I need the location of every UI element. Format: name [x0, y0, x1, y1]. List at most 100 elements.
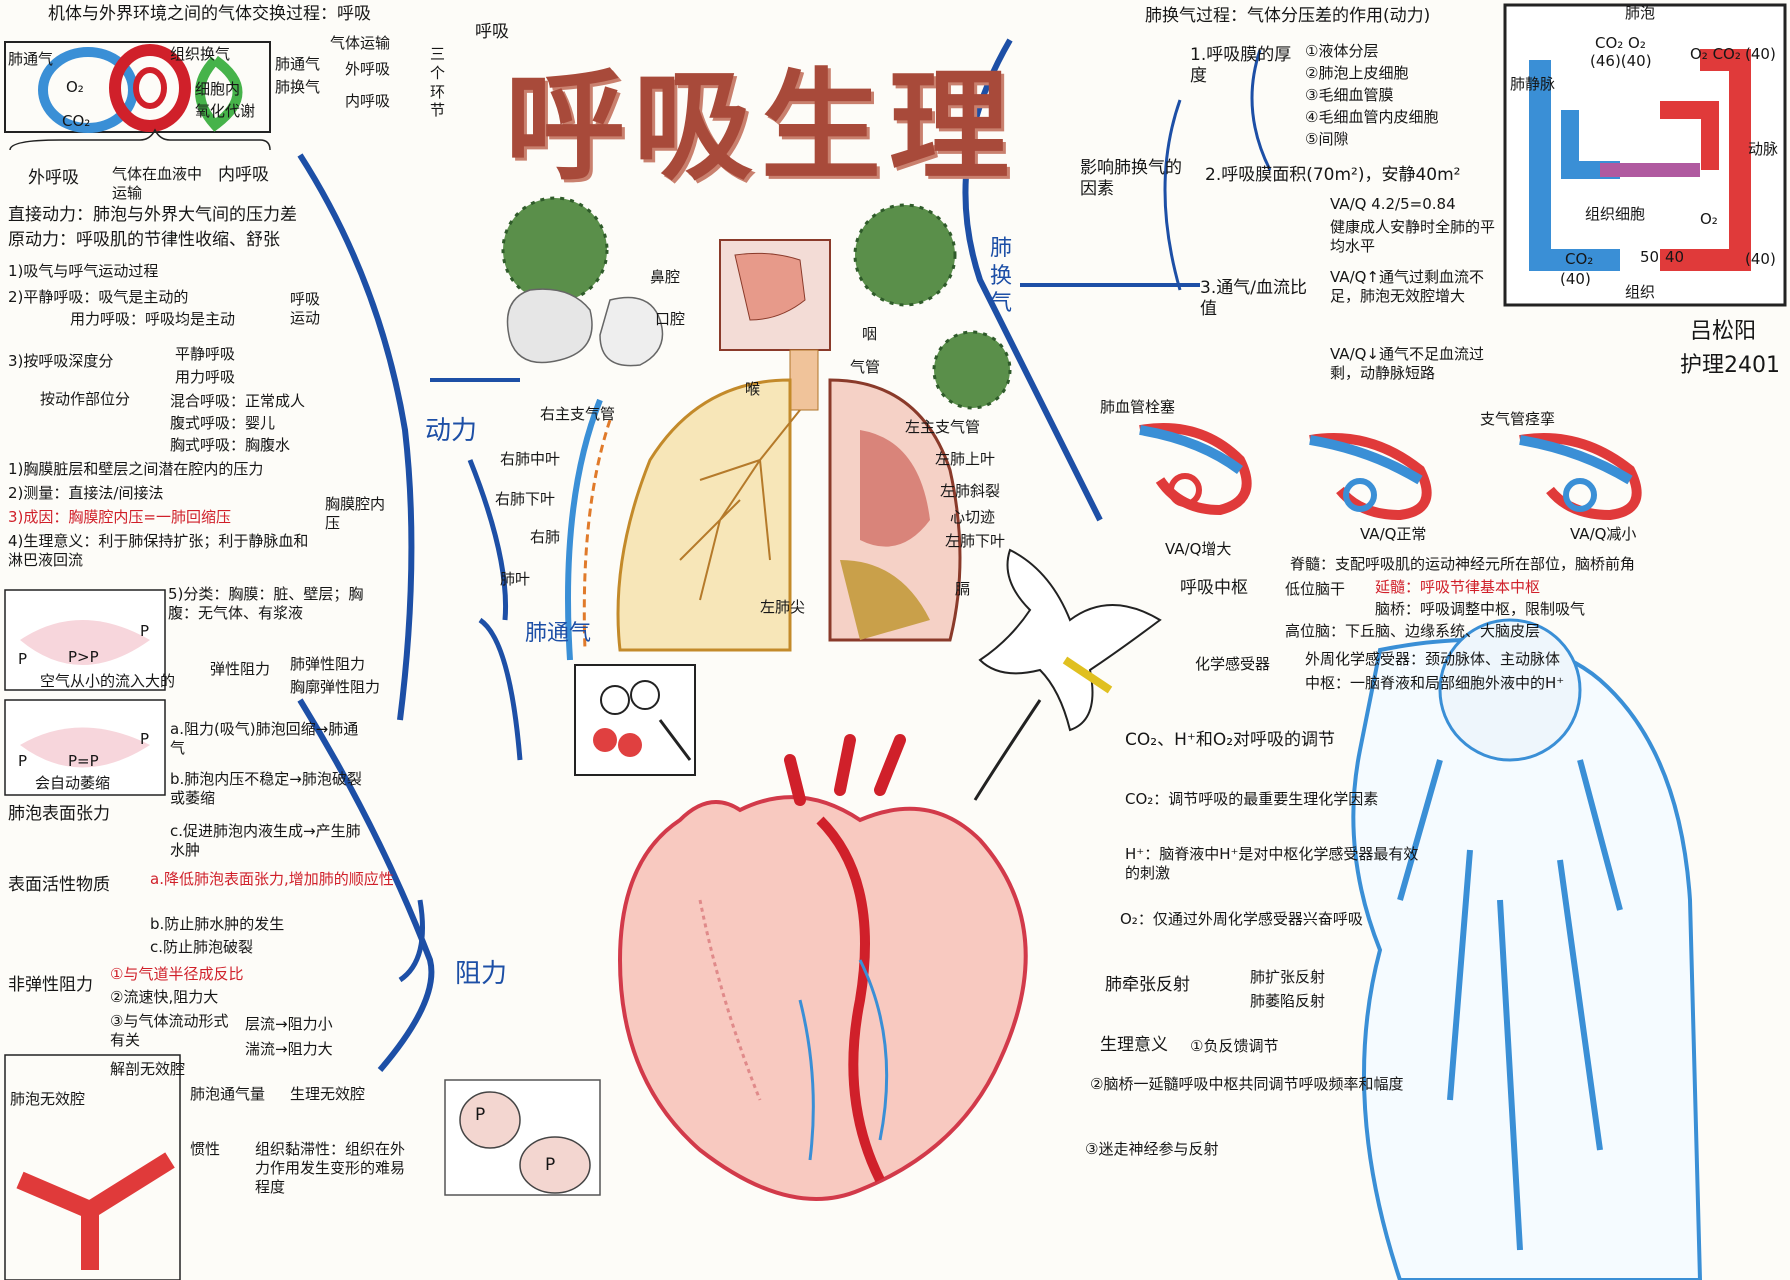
zuli-line: 肺泡通气量	[190, 1085, 266, 1103]
zuli-line: b.肺泡内压不稳定→肺泡破裂或萎缩	[170, 770, 362, 807]
anatomy-label: 喉	[745, 380, 761, 398]
zuli-branch-line	[297, 698, 435, 1072]
va-q-image-label: VA/Q增大	[1165, 540, 1232, 558]
branch-huanqi: 肺换气	[990, 236, 1013, 316]
center-line: 化学感受器	[1195, 655, 1271, 673]
diagram-label: O₂	[66, 78, 84, 96]
reflex-title: 肺牵张反射	[1105, 975, 1190, 995]
center-line: 外周化学感受器：颈动脉体、主动脉体	[1305, 650, 1561, 668]
dongli-line: 用力呼吸：呼吸均是主动	[70, 310, 236, 328]
alveoli-zoom-box	[574, 664, 696, 776]
zuli-line: 弹性阻力	[210, 660, 271, 678]
anatomy-label: 咽	[862, 325, 878, 343]
va-q-image-label: VA/Q正常	[1360, 525, 1427, 543]
zuli-line: 湍流→阻力大	[245, 1040, 333, 1058]
dongli-line: 用力呼吸	[175, 368, 236, 386]
zuli-line: 生理无效腔	[290, 1085, 366, 1103]
meaning-item: ①负反馈调节	[1190, 1037, 1279, 1055]
transport-label: (46)(40)	[1590, 52, 1652, 70]
diagram-label: 氧化代谢	[195, 102, 256, 120]
step-label: 外呼吸	[345, 60, 391, 78]
dongli-line: 4)生理意义：利于肺保持扩张；利于静脉血和淋巴液回流	[8, 532, 309, 569]
nurse-head	[1438, 618, 1582, 762]
transport-label: (40)	[1560, 270, 1591, 288]
page-title: 呼吸生理	[505, 56, 1017, 197]
huxi-label: 呼吸	[475, 22, 509, 42]
step-label: 肺通气	[275, 55, 321, 73]
anatomy-label: 鼻腔	[650, 268, 681, 286]
branch-dongli: 动力	[425, 416, 478, 446]
va-q-title: 3.通气/血流比值	[1200, 278, 1307, 320]
zuli-line: 胸廓弹性阻力	[290, 678, 381, 696]
dongli-line: 平静呼吸	[175, 345, 236, 363]
pressure-label: P>P	[68, 648, 99, 666]
diagram-label: 肺通气	[8, 50, 54, 68]
center-line: 高位脑：下丘脑、边缘系统、大脑皮层	[1285, 622, 1541, 640]
transport-label: (40)	[1745, 250, 1776, 268]
step-label: 肺换气	[275, 78, 321, 96]
thickness-item: ③毛细血管膜	[1305, 86, 1394, 104]
branch-zuli: 阻力	[455, 959, 508, 989]
dongli-line: 呼吸运动	[290, 290, 321, 327]
anatomy-label: 膈	[955, 580, 971, 598]
anatomy-label: 口腔	[655, 310, 686, 328]
va-q-line: VA/Q 4.2/5=0.84	[1330, 195, 1456, 213]
trachea	[789, 349, 819, 411]
step-label: 三个环节	[430, 45, 446, 120]
thickness-title: 1.呼吸膜的厚度	[1190, 45, 1292, 87]
diagram-label: 细胞内	[195, 80, 241, 98]
dongli-line: 直接动力：肺泡与外界大气间的压力差	[8, 205, 297, 225]
anatomy-label: 左肺斜裂	[940, 482, 1001, 500]
heart-illustration	[617, 795, 1028, 1201]
zuli-line: ③与气体流动形式有关	[110, 1012, 229, 1049]
center-line: 脑桥：呼吸调整中枢，限制吸气	[1375, 600, 1586, 618]
transport-label: O₂	[1700, 210, 1718, 228]
dongli-line: 按动作部位分	[40, 390, 131, 408]
pressure-label: P	[18, 752, 28, 770]
pressure-label: 空气从小的流入大的	[40, 672, 176, 690]
alveolus-pressure-label: P	[545, 1155, 556, 1175]
va-q-image-label: 肺血管栓塞	[1100, 398, 1176, 416]
bottom-label: 内呼吸	[218, 165, 269, 185]
diagram-label: 组织换气	[170, 45, 231, 63]
blood-circle	[109, 44, 191, 132]
chem-title: CO₂、H⁺和O₂对呼吸的调节	[1125, 730, 1336, 750]
diagram-label: CO₂	[62, 112, 91, 130]
alveolus-pressure-label: P	[475, 1105, 486, 1125]
thickness-item: ②肺泡上皮细胞	[1305, 64, 1409, 82]
center-line: 延髓：呼吸节律基本中枢	[1375, 578, 1541, 596]
dongli-line: 3)成因：胸膜腔内压=一肺回缩压	[8, 508, 231, 526]
zuli-line: 非弹性阻力	[8, 975, 93, 995]
branch-feitongqi: 肺通气	[525, 621, 592, 646]
center-line: 中枢：一脑脊液和局部细胞外液中的H⁺	[1305, 674, 1565, 692]
gas-exchange-box	[4, 41, 271, 133]
anatomy-label: 右肺下叶	[495, 490, 556, 508]
zuli-line: 解剖无效腔	[110, 1060, 186, 1078]
area-note: 2.呼吸膜面积(70m²)，安静40m²	[1205, 165, 1461, 185]
transport-label: 组织	[1625, 283, 1656, 301]
zuli-line: 肺泡表面张力	[8, 804, 110, 824]
zuli-line: b.防止肺水肿的发生	[150, 915, 285, 933]
va-q-diagram-increase	[1139, 423, 1252, 516]
huanqi-branch-line	[962, 38, 1103, 522]
dongli-line: 混合呼吸：正常成人	[170, 392, 306, 410]
anatomy-label: 左主支气管	[905, 418, 981, 436]
dongli-line: 1)吸气与呼气运动过程	[8, 262, 159, 280]
anatomy-label: 右肺	[530, 528, 561, 546]
anatomy-label: 左肺下叶	[945, 532, 1006, 550]
zuli-line: c.防止肺泡破裂	[150, 938, 254, 956]
step-label: 气体运输	[330, 34, 391, 52]
zuli-line: 肺弹性阻力	[290, 655, 366, 673]
dongli-line: 5)分类：胸膜：脏、壁层；胸腹：无气体、有浆液	[168, 585, 364, 622]
respiration-definition: 机体与外界环境之间的气体交换过程：呼吸	[48, 4, 371, 24]
transport-label: O₂ CO₂	[1690, 45, 1741, 63]
alveolus-cluster	[503, 198, 607, 302]
va-q-diagram-decrease	[1519, 433, 1642, 521]
dongli-line: 胸膜腔内压	[325, 495, 386, 532]
meaning-item: ③迷走神经参与反射	[1085, 1140, 1219, 1158]
dongli-line: 2)测量：直接法/间接法	[8, 484, 164, 502]
thickness-item: ④毛细血管内皮细胞	[1305, 108, 1439, 126]
transport-label: 动脉	[1748, 140, 1779, 158]
pressure-label: P	[140, 730, 150, 748]
zuli-line: ①与气道半径成反比	[110, 965, 244, 983]
